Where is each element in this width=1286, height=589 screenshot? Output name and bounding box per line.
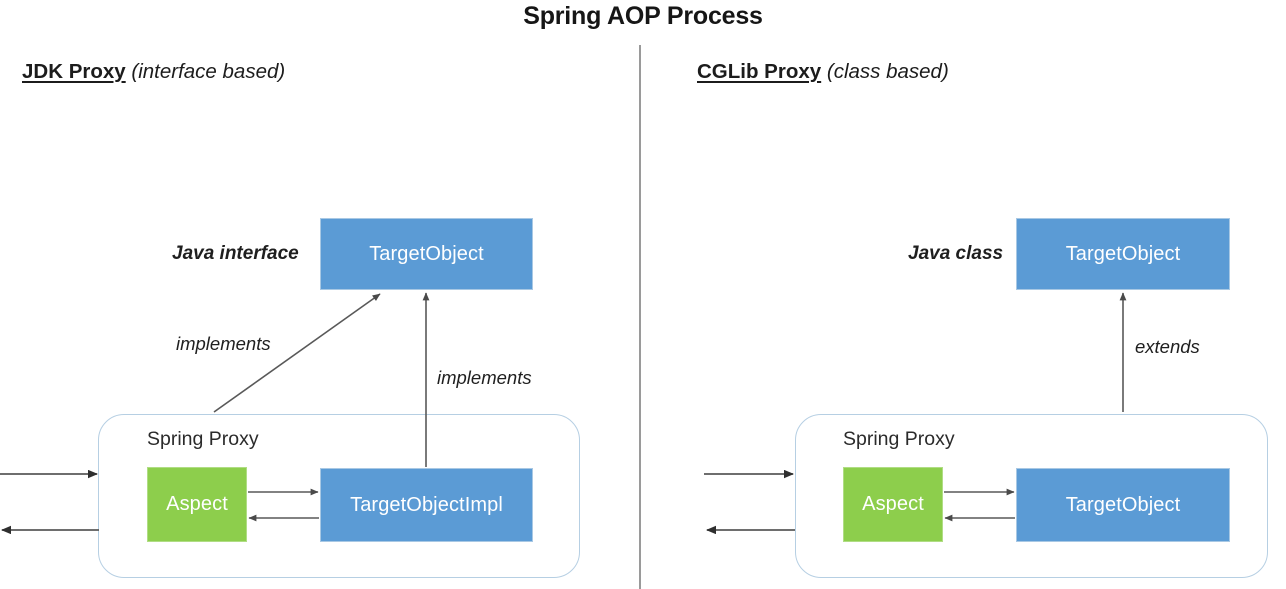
left-panel-heading-italic: (interface based) [125, 60, 286, 83]
left-target-object-label: TargetObject [369, 242, 484, 265]
right-aspect-node[interactable]: Aspect [843, 467, 943, 542]
left-type-label: Java interface [172, 243, 299, 264]
right-panel-heading: CGLib Proxy (class based) [697, 60, 949, 84]
left-target-object-node[interactable]: TargetObject [320, 218, 533, 290]
right-target-object-node[interactable]: TargetObject [1016, 218, 1230, 290]
left-target-object-impl-label: TargetObjectImpl [350, 493, 503, 516]
left-target-object-impl-node[interactable]: TargetObjectImpl [320, 468, 533, 542]
right-target-object-impl-label: TargetObject [1065, 493, 1181, 516]
left-edge-label-vertical: implements [437, 367, 532, 388]
right-edge-label-extends: extends [1135, 336, 1200, 357]
right-panel-heading-strong: CGLib Proxy [697, 60, 822, 83]
left-panel-heading-strong: JDK Proxy [22, 60, 126, 83]
left-spring-proxy-label: Spring Proxy [147, 428, 259, 450]
page-title: Spring AOP Process [523, 2, 763, 30]
left-panel-heading: JDK Proxy (interface based) [22, 60, 285, 84]
right-panel-heading-italic: (class based) [821, 60, 949, 83]
right-target-object-label: TargetObject [1065, 242, 1181, 265]
right-type-label: Java class [908, 243, 1004, 264]
right-spring-proxy-label: Spring Proxy [843, 428, 955, 450]
left-aspect-label: Aspect [166, 493, 228, 515]
right-spring-proxy-container[interactable] [795, 414, 1268, 578]
right-target-object-impl-node[interactable]: TargetObject [1016, 468, 1230, 542]
left-edge-label-diagonal: implements [176, 333, 271, 354]
panel-divider [639, 45, 641, 589]
left-spring-proxy-container[interactable] [98, 414, 580, 578]
right-aspect-label: Aspect [862, 493, 924, 515]
left-aspect-node[interactable]: Aspect [147, 467, 247, 542]
